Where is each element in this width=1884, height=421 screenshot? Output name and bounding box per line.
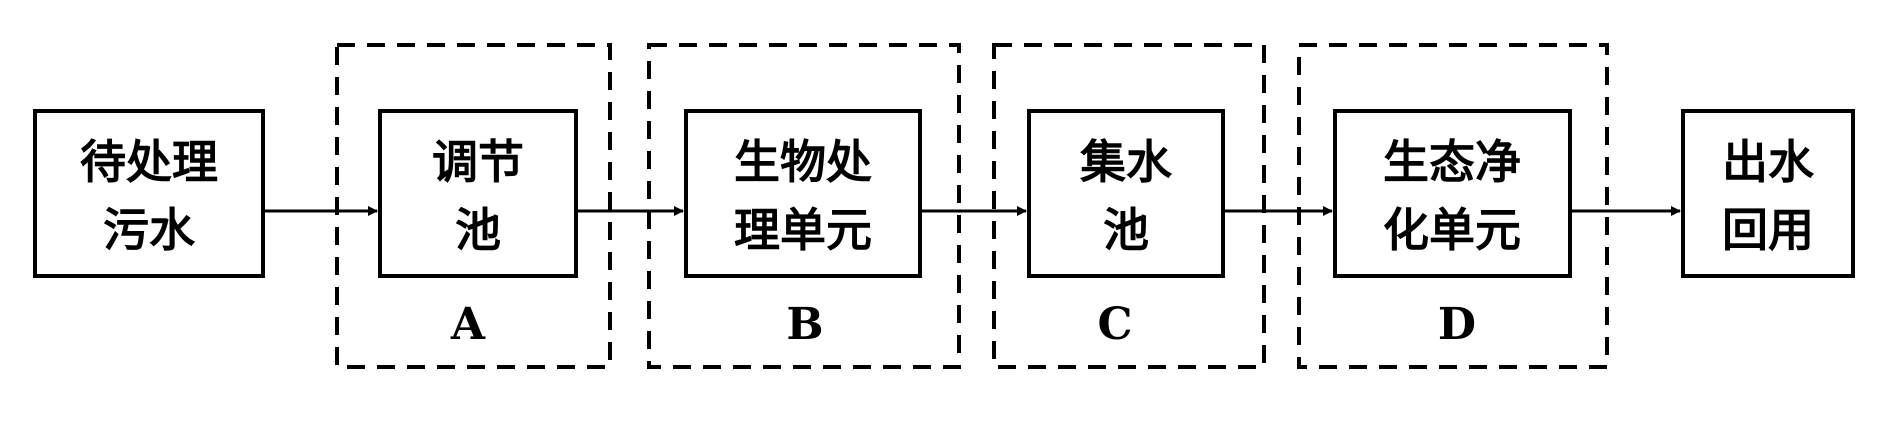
node-effluent-reuse: 出水 回用 — [1681, 109, 1855, 278]
group-labels: A B C D — [450, 299, 1476, 350]
node-wastewater-line1: 待处理 — [80, 135, 218, 189]
node-collection-tank-line2: 池 — [1103, 203, 1149, 257]
node-collection-tank: 集水 池 — [1027, 109, 1225, 278]
node-eco-purification-unit: 生态净 化单元 — [1333, 109, 1572, 278]
node-bio-treatment-unit-line2: 理单元 — [734, 203, 872, 257]
group-frames — [335, 43, 1609, 369]
node-collection-tank-line1: 集水 — [1079, 135, 1173, 189]
node-eco-purification-unit-line1: 生态净 — [1383, 135, 1521, 189]
group-d-label: D — [1438, 299, 1476, 350]
group-a-frame — [335, 43, 612, 369]
group-a-label: A — [450, 299, 486, 350]
node-eco-purification-unit-line2: 化单元 — [1383, 203, 1521, 257]
node-regulating-tank-line2: 池 — [455, 203, 501, 257]
group-b-frame — [647, 43, 961, 369]
node-bio-treatment-unit-line1: 生物处 — [734, 135, 872, 189]
group-c-frame — [992, 43, 1266, 369]
node-wastewater-line2: 污水 — [103, 203, 196, 257]
node-regulating-tank: 调节 池 — [378, 109, 578, 278]
node-effluent-reuse-line1: 出水 — [1722, 135, 1815, 189]
node-bio-treatment-unit: 生物处 理单元 — [684, 109, 922, 278]
node-wastewater: 待处理 污水 — [33, 109, 265, 278]
process-boxes: 待处理 污水 调节 池 生物处 理单元 集水 池 生态净 化单元 出水 回用 — [33, 109, 1855, 278]
group-c-label: C — [1097, 299, 1132, 350]
group-b-label: B — [786, 299, 823, 350]
node-regulating-tank-line1: 调节 — [432, 135, 524, 189]
group-d-frame — [1297, 43, 1609, 369]
node-effluent-reuse-line2: 回用 — [1722, 203, 1814, 257]
